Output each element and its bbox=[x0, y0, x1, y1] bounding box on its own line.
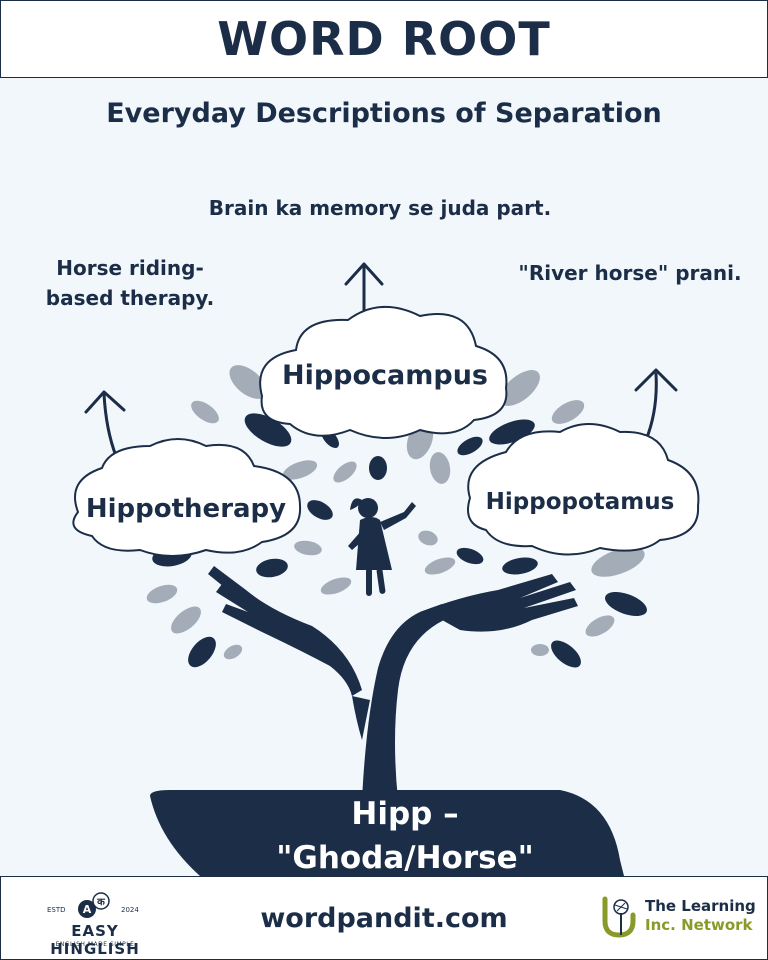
leaf bbox=[171, 606, 201, 634]
leaf bbox=[551, 640, 581, 668]
leaf bbox=[229, 365, 267, 399]
description-left: Horse riding- based therapy. bbox=[45, 256, 215, 310]
leaf bbox=[418, 530, 438, 546]
tree-trunk bbox=[362, 604, 444, 800]
root-line1: Hipp – bbox=[351, 796, 458, 832]
easy-hinglish-logo: A क ESTD 2024 EASY HINGLISH ENGLISH MADE… bbox=[25, 887, 165, 958]
leaf bbox=[429, 452, 451, 484]
word-left: Hippotherapy bbox=[86, 494, 286, 524]
leaf bbox=[282, 460, 318, 480]
easy-hinglish-name: EASY HINGLISH bbox=[50, 922, 140, 958]
leaf bbox=[223, 644, 243, 660]
arrow-up-center bbox=[344, 262, 384, 318]
easy-hinglish-year: 2024 bbox=[121, 906, 139, 914]
description-right: "River horse" prani. bbox=[518, 261, 742, 285]
site-link[interactable]: wordpandit.com bbox=[260, 902, 508, 934]
leaf bbox=[551, 400, 585, 424]
right-hand bbox=[420, 574, 578, 632]
leaf bbox=[307, 500, 333, 520]
learning-network-text: The Learning Inc. Network bbox=[645, 897, 756, 935]
learning-network-logo: The Learning Inc. Network bbox=[599, 891, 759, 947]
leaf bbox=[294, 540, 322, 556]
emblem-letter-ka: क bbox=[96, 897, 106, 908]
arrow-up-right bbox=[634, 368, 678, 442]
emblem-letter-a: A bbox=[83, 903, 92, 916]
easy-hinglish-tagline: ENGLISH MADE SIMPLE bbox=[55, 941, 135, 948]
leaf bbox=[457, 436, 483, 456]
leaf bbox=[585, 615, 615, 637]
leaf bbox=[188, 636, 216, 668]
left-hand bbox=[208, 566, 362, 696]
leaf bbox=[369, 456, 387, 480]
easy-hinglish-estd: ESTD bbox=[47, 906, 66, 914]
leaf bbox=[456, 547, 484, 565]
leaf bbox=[531, 644, 549, 656]
page-title: WORD ROOT bbox=[217, 12, 551, 66]
footer: wordpandit.com A क ESTD 2024 EASY HINGLI… bbox=[0, 876, 768, 960]
child-figure bbox=[348, 498, 416, 596]
cloud-hippocampus bbox=[259, 305, 508, 439]
leaf bbox=[500, 370, 540, 406]
leaf bbox=[502, 557, 538, 575]
subtitle: Everyday Descriptions of Separation bbox=[106, 98, 662, 129]
header-banner: WORD ROOT bbox=[0, 0, 768, 78]
leaf bbox=[146, 584, 178, 604]
leaf bbox=[244, 413, 292, 447]
leaf bbox=[256, 558, 288, 578]
leaf bbox=[191, 400, 219, 424]
description-top: Brain ka memory se juda part. bbox=[208, 196, 552, 220]
leaf bbox=[424, 557, 456, 575]
tree-illustration: Hippocampus Hippotherapy Hippopotamus Hi… bbox=[72, 262, 700, 876]
learning-network-line2: Inc. Network bbox=[645, 916, 753, 934]
learning-tree-icon bbox=[602, 896, 636, 938]
root-line2: "Ghoda/Horse" bbox=[276, 840, 534, 876]
arrow-up-left bbox=[84, 390, 126, 458]
leaf bbox=[489, 419, 535, 445]
leaf bbox=[320, 577, 352, 595]
learning-network-line1: The Learning bbox=[645, 897, 756, 915]
leaf bbox=[605, 591, 647, 617]
leaves bbox=[146, 365, 647, 668]
left-arm bbox=[352, 696, 370, 740]
ground-mound bbox=[150, 790, 624, 876]
easy-hinglish-emblem-icon: A क bbox=[78, 892, 110, 918]
leaf bbox=[591, 547, 645, 577]
word-center: Hippocampus bbox=[282, 360, 488, 391]
leaf bbox=[333, 461, 357, 483]
cloud-hippotherapy bbox=[72, 438, 302, 557]
word-right: Hippopotamus bbox=[486, 489, 675, 515]
cloud-hippopotamus bbox=[467, 423, 700, 556]
